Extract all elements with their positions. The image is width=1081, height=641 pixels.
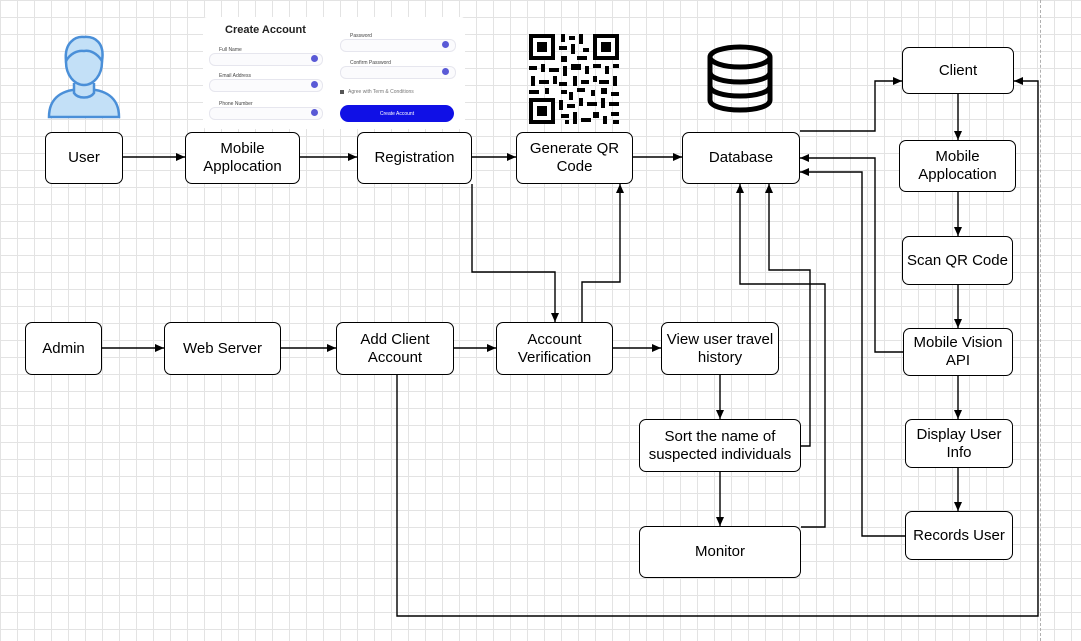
phone-label: Phone Number (219, 101, 253, 107)
arrow-registration-to-verification (471, 184, 559, 322)
arrow-add-client-to-client (396, 77, 1039, 617)
signup-form-mockup: Create Account Full Name Email Address P… (203, 17, 465, 129)
arrow-database-to-client (800, 77, 902, 132)
node-mobile-application-top: Mobile Applocation (185, 132, 300, 184)
node-sort-suspected-individuals: Sort the name of suspected individuals (639, 419, 801, 472)
person-icon (311, 55, 318, 62)
arrow-verification-to-generate-qr (581, 184, 624, 322)
confirm-password-field (340, 66, 456, 79)
create-account-button: Create Account (340, 105, 454, 122)
email-field (209, 79, 323, 92)
node-database: Database (682, 132, 800, 184)
node-web-server: Web Server (164, 322, 281, 375)
node-registration: Registration (357, 132, 472, 184)
node-mobile-vision-api: Mobile Vision API (903, 328, 1013, 376)
node-scan-qr-code: Scan QR Code (902, 236, 1013, 285)
page-boundary-line (1040, 0, 1041, 641)
node-client: Client (902, 47, 1014, 94)
terms-checkbox (340, 90, 344, 94)
node-records-user: Records User (905, 511, 1013, 560)
arrow-mobile-vision-to-database (800, 154, 903, 353)
confirm-password-label: Confirm Password (350, 60, 391, 66)
phone-icon (311, 109, 318, 116)
database-icon (707, 44, 773, 113)
terms-text: Agree with Term & Conditions (348, 89, 414, 95)
node-mobile-application-right: Mobile Applocation (899, 140, 1016, 192)
lock-icon (442, 68, 449, 75)
arrow-sort-to-database (765, 184, 811, 447)
lock-icon (442, 41, 449, 48)
qr-code-icon (529, 34, 619, 124)
node-view-user-travel-history: View user travel history (661, 322, 779, 375)
user-avatar-icon (47, 35, 121, 119)
node-user: User (45, 132, 123, 184)
node-generate-qr-code: Generate QR Code (516, 132, 633, 184)
node-display-user-info: Display User Info (905, 419, 1013, 468)
phone-field (209, 107, 323, 120)
signup-form-title: Create Account (225, 24, 306, 36)
full-name-field (209, 53, 323, 66)
mail-icon (311, 81, 318, 88)
email-label: Email Address (219, 73, 251, 79)
arrow-records-user-to-database (800, 168, 905, 537)
arrow-monitor-to-database (736, 184, 826, 528)
password-label: Password (350, 33, 372, 39)
node-add-client-account: Add Client Account (336, 322, 454, 375)
password-field (340, 39, 456, 52)
node-admin: Admin (25, 322, 102, 375)
full-name-label: Full Name (219, 47, 242, 53)
node-account-verification: Account Verification (496, 322, 613, 375)
node-monitor: Monitor (639, 526, 801, 578)
